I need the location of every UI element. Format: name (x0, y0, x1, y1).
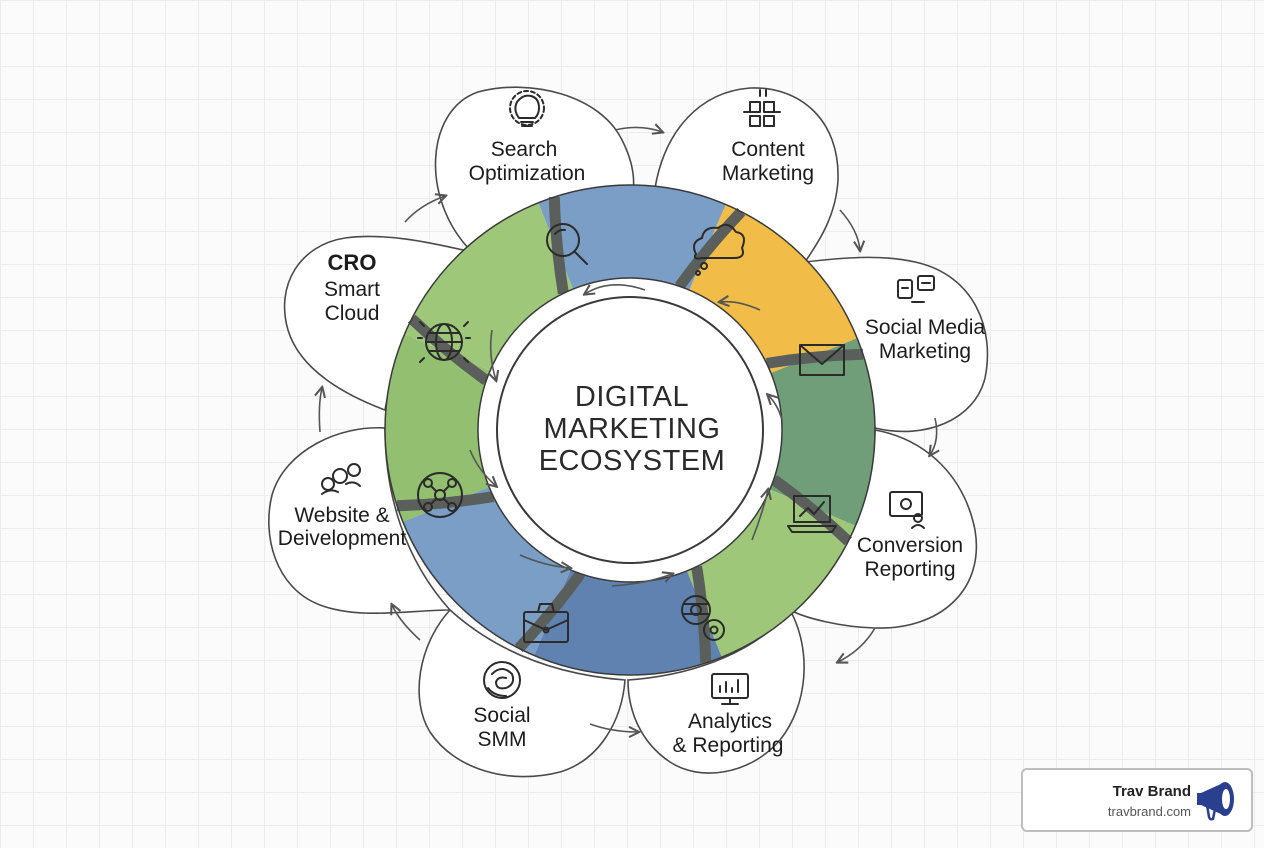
node-analytics-reporting: Analytics & Reporting (673, 710, 784, 757)
inner-arrow (720, 302, 761, 311)
flow-arrow (589, 723, 638, 732)
presentation-user-icon (889, 491, 925, 529)
briefcase-icon (523, 603, 569, 643)
brand-name: Trav Brand (1112, 783, 1191, 800)
puzzle-icon (743, 89, 781, 127)
swirl-icon (483, 661, 521, 699)
gears-icon (681, 595, 725, 641)
node-label-line: Social (473, 704, 530, 727)
node-conversion-reporting: Conversion Reporting (857, 534, 963, 581)
brand-badge: Trav Brand travbrand.com (1021, 768, 1253, 832)
inner-arrow (491, 329, 496, 380)
node-label-line: SMM (478, 728, 527, 751)
flow-arrow (404, 196, 445, 223)
node-label-line: Search (491, 138, 558, 161)
globe-icon (417, 321, 471, 363)
inner-arrow (751, 490, 768, 541)
ring-outline (384, 184, 876, 676)
node-label-line: Marketing (879, 340, 971, 363)
flow-arrow (319, 388, 322, 433)
center-disc (477, 277, 783, 583)
node-search-optimization: Search Optimization (469, 138, 586, 185)
laptop-chart-icon (787, 495, 837, 533)
network-icon (417, 472, 463, 518)
node-cro-smart-cloud: CRO Smart Cloud (324, 250, 380, 325)
magnifier-icon (546, 223, 588, 265)
center-title-line-2: MARKETING (544, 413, 721, 445)
node-label-line: Website & (294, 504, 389, 527)
node-label-line: Marketing (722, 162, 814, 185)
inner-arrow (611, 574, 672, 587)
ring-divider (675, 207, 746, 290)
node-website-development: Website & Deivelopment (278, 504, 407, 550)
flow-arrow (838, 627, 876, 662)
envelope-icon (799, 344, 845, 376)
petals (268, 86, 989, 778)
ring-segment (769, 338, 875, 526)
center-title-line-1: DIGITAL (575, 381, 689, 413)
node-label-line: Smart (324, 278, 380, 301)
petal-analytics-reporting (627, 608, 805, 774)
petal-website-development (268, 427, 452, 615)
node-label-line: Conversion (857, 534, 963, 557)
lightbulb-gear-icon (509, 90, 545, 127)
ring-segment (689, 204, 858, 374)
inner-arrows (469, 284, 783, 587)
flow-arrow (392, 605, 421, 641)
ring-divider (548, 196, 569, 295)
ring-divider (770, 475, 853, 546)
node-content-marketing: Content Marketing (722, 138, 814, 185)
node-social-media-marketing: Social Media Marketing (865, 316, 986, 363)
flow-arrow (839, 209, 860, 250)
node-label-line: & Reporting (673, 734, 784, 757)
ring-segment (402, 486, 571, 656)
inner-arrow (585, 284, 646, 294)
node-label-line: CRO (328, 250, 377, 275)
brand-url: travbrand.com (1107, 804, 1191, 819)
inner-arrow (768, 395, 783, 421)
people-icon (321, 463, 361, 495)
monitor-chart-icon (711, 673, 749, 705)
node-label-line: Cloud (325, 302, 380, 325)
inner-arrow (519, 554, 570, 568)
ring-divider (396, 491, 495, 512)
devices-icon (897, 275, 935, 303)
petal-social-smm (418, 608, 626, 778)
cloud-icon (693, 223, 745, 276)
node-label-line: Deivelopment (278, 527, 407, 550)
flow-arrow (614, 127, 662, 132)
ring-segment (385, 334, 491, 522)
center-title-line-3: ECOSYSTEM (539, 445, 726, 477)
node-label-line: Reporting (864, 558, 955, 581)
ring-segment (404, 202, 574, 371)
ring-segment (538, 185, 726, 291)
flow-arrows (319, 127, 936, 732)
node-label-line: Social Media (865, 316, 986, 339)
inner-arrow (469, 449, 496, 486)
megaphone-icon (1197, 782, 1234, 821)
ring (384, 184, 876, 676)
center-circle (496, 296, 764, 564)
node-social-smm: Social SMM (473, 704, 530, 751)
flow-arrow (930, 417, 937, 455)
node-label-line: Content (731, 138, 805, 161)
ring-segment (534, 569, 722, 675)
node-label-line: Optimization (469, 162, 586, 185)
node-label-line: Analytics (688, 710, 772, 733)
